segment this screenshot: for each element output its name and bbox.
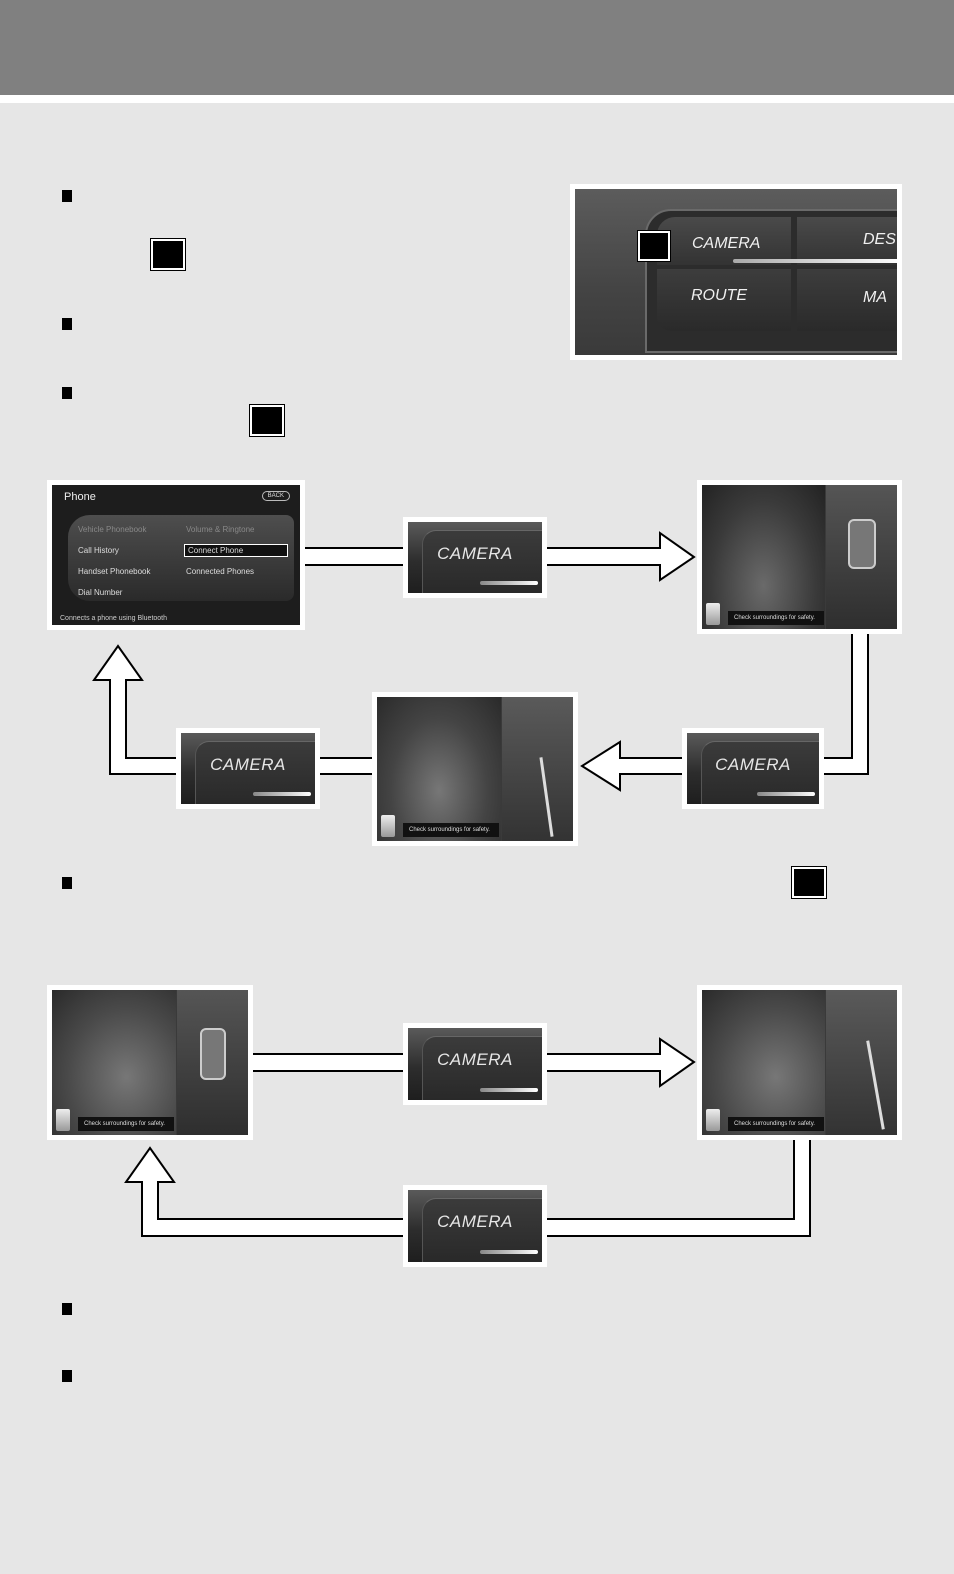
bullet-marker — [62, 318, 72, 330]
arrow-shaft — [317, 757, 377, 775]
arrow-up — [124, 1146, 407, 1237]
arrow-up — [92, 644, 181, 775]
camera-button-image: CAMERA — [403, 1023, 547, 1105]
front-side-view-screen: Check surroundings for safety. — [372, 692, 578, 846]
map-button-label: MA — [863, 289, 887, 306]
camera-mode-icon — [706, 1109, 720, 1131]
dest-button[interactable] — [797, 217, 897, 265]
callout-box — [250, 405, 284, 436]
status-text: Connects a phone using Bluetooth — [60, 615, 168, 622]
header-rule — [0, 95, 954, 103]
side-view-right — [502, 697, 573, 841]
camera-button-label: CAMERA — [437, 544, 513, 563]
page-header-band — [0, 0, 954, 95]
camera-indicator-light — [480, 1088, 538, 1092]
camera-button-label: CAMERA — [692, 235, 761, 252]
screen-title: Phone — [64, 491, 96, 503]
camera-view-left — [52, 990, 176, 1135]
bullet-marker — [62, 190, 72, 202]
rear-side-view-screen: Check surroundings for safety. — [697, 985, 902, 1140]
camera-button-label: CAMERA — [437, 1050, 513, 1069]
bullet-marker — [62, 1303, 72, 1315]
menu-item-handset-phonebook[interactable]: Handset Phonebook — [78, 567, 151, 576]
camera-indicator-light — [757, 792, 815, 796]
camera-button-label: CAMERA — [437, 1212, 513, 1231]
side-view-right — [826, 990, 897, 1135]
camera-button-label: CAMERA — [210, 755, 286, 774]
arrow-shaft — [251, 1053, 407, 1072]
callout-box — [151, 239, 185, 270]
camera-view-left — [377, 697, 501, 841]
camera-view-left — [702, 485, 825, 629]
arrow-connector — [545, 1137, 811, 1237]
camera-mode-icon — [706, 603, 720, 625]
camera-button-image: CAMERA — [682, 728, 824, 809]
menu-item-dial-number[interactable]: Dial Number — [78, 588, 123, 597]
arrow-right — [543, 531, 696, 582]
camera-button-image: CAMERA — [176, 728, 320, 809]
arrow-left — [580, 740, 687, 792]
menu-item-volume-ringtone[interactable]: Volume & Ringtone — [186, 525, 255, 534]
dest-button-label: DES — [863, 231, 896, 248]
camera-mode-icon — [56, 1109, 70, 1131]
front-wide-top-view-screen: Check surroundings for safety. — [697, 480, 902, 634]
screen-caption: Check surroundings for safety. — [728, 1117, 824, 1131]
control-panel-photo: CAMERA DES ROUTE MA — [570, 184, 902, 360]
menu-item-connected-phones[interactable]: Connected Phones — [186, 567, 255, 576]
camera-indicator-light — [733, 259, 897, 263]
map-button[interactable] — [797, 269, 897, 331]
camera-mode-icon — [381, 815, 395, 837]
arrow-right — [543, 1037, 696, 1088]
camera-indicator-light — [480, 581, 538, 585]
phone-menu-screen: Phone BACK Vehicle Phonebook Call Histor… — [47, 480, 305, 630]
camera-indicator-light — [253, 792, 311, 796]
arrow-connector — [819, 631, 869, 775]
back-button[interactable]: BACK — [261, 491, 290, 501]
route-button[interactable] — [657, 269, 791, 331]
callout-box — [638, 231, 670, 261]
vehicle-icon — [848, 519, 876, 569]
camera-indicator-light — [480, 1250, 538, 1254]
bullet-marker — [62, 387, 72, 399]
callout-box — [792, 867, 826, 898]
route-button-label: ROUTE — [691, 287, 747, 304]
camera-button-image: CAMERA — [403, 1185, 547, 1267]
camera-view-left — [702, 990, 825, 1135]
menu-item-call-history[interactable]: Call History — [78, 546, 119, 555]
menu-item-vehicle-phonebook[interactable]: Vehicle Phonebook — [78, 525, 147, 534]
arrow-shaft — [303, 547, 409, 566]
bullet-marker — [62, 1370, 72, 1382]
camera-button-label: CAMERA — [715, 755, 791, 774]
vehicle-icon — [200, 1028, 226, 1080]
screen-caption: Check surroundings for safety. — [403, 823, 499, 837]
camera-button-image: CAMERA — [403, 517, 547, 598]
phone-menu-panel — [68, 515, 294, 601]
screen-caption: Check surroundings for safety. — [728, 611, 824, 625]
bullet-marker — [62, 877, 72, 889]
camera-button[interactable] — [657, 217, 791, 265]
screen-caption: Check surroundings for safety. — [78, 1117, 174, 1131]
menu-item-connect-phone[interactable]: Connect Phone — [184, 544, 288, 557]
rear-top-view-screen: Check surroundings for safety. — [47, 985, 253, 1140]
